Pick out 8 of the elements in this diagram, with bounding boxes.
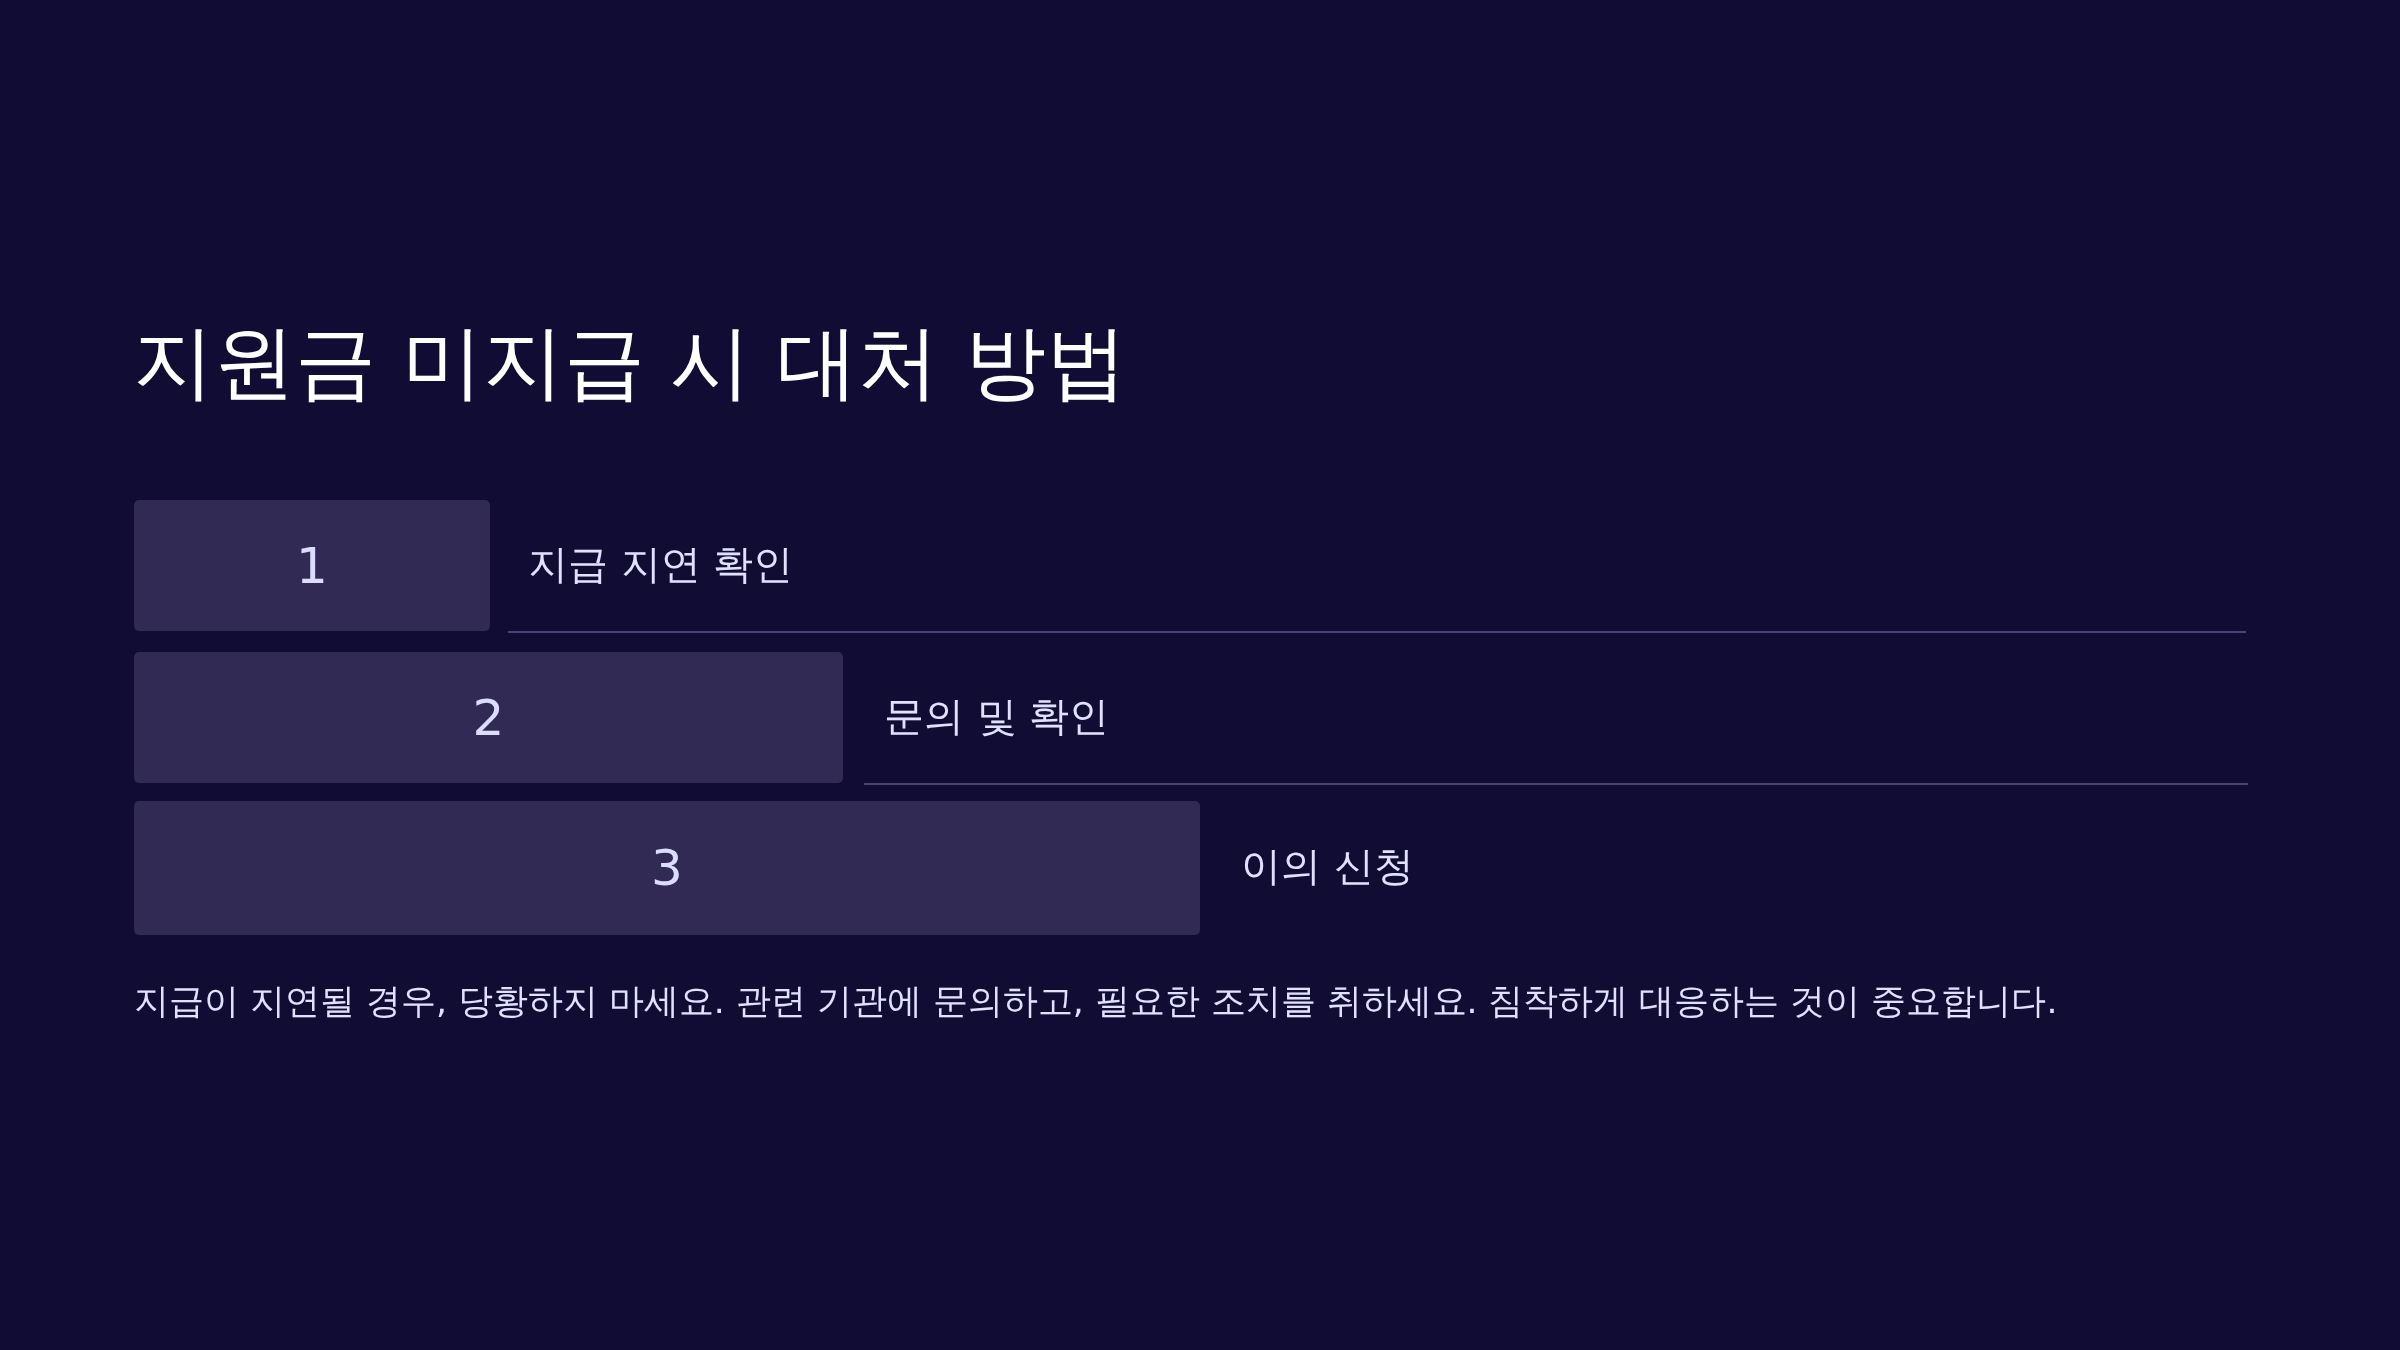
step-bar: 2 — [134, 652, 843, 783]
step-label: 문의 및 확인 — [884, 691, 1110, 740]
step-label: 지급 지연 확인 — [528, 539, 794, 588]
note-text: 지급이 지연될 경우, 당황하지 마세요. 관련 기관에 문의하고, 필요한 조치를 취하세요. 침착하게 대응하는 것이 중요합니다. — [134, 979, 2058, 1023]
step-bar: 1 — [134, 500, 490, 631]
step-bar: 3 — [134, 801, 1200, 935]
step-label: 이의 신청 — [1241, 842, 1414, 890]
title: 지원금 미지급 시 대처 방법 — [133, 316, 1127, 410]
